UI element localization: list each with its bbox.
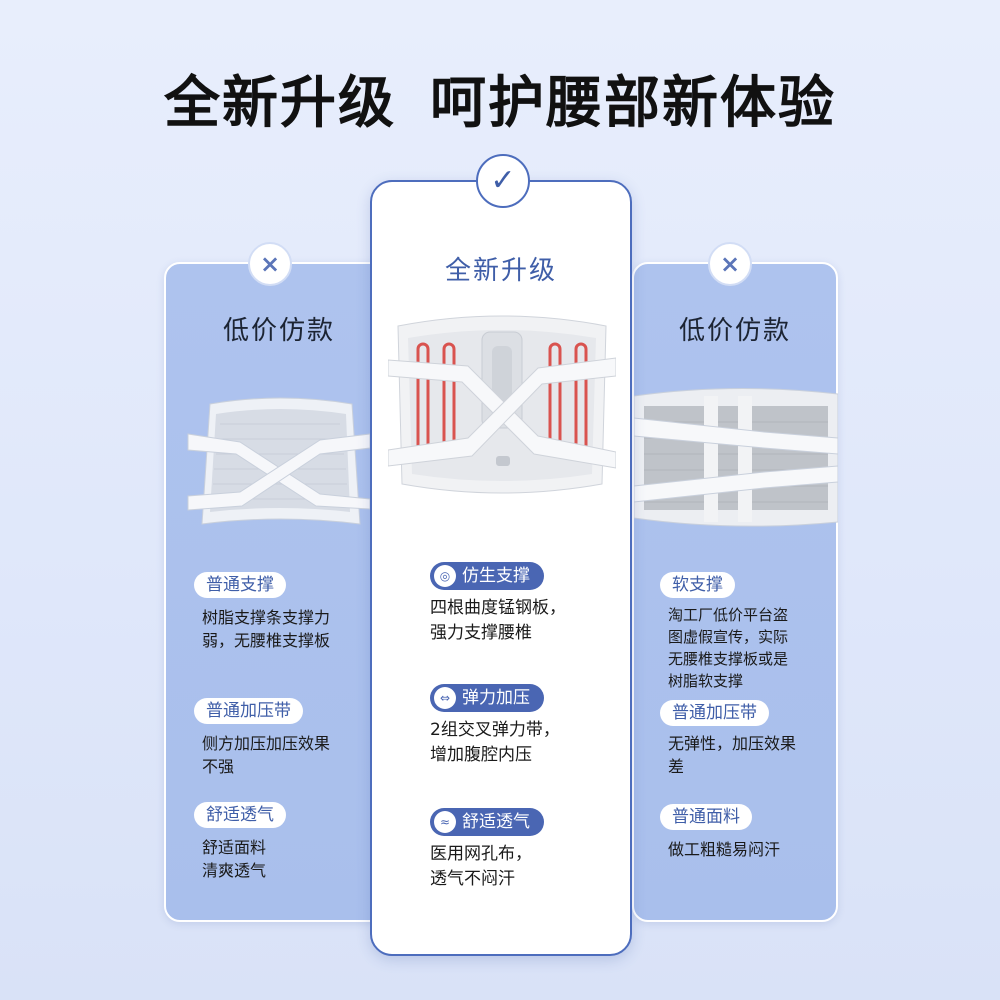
center-feature-desc-0: 四根曲度锰钢板， 强力支撑腰椎 bbox=[430, 598, 566, 643]
headline-part2: 呵护腰部新体验 bbox=[430, 71, 836, 136]
center-feature-pill-2: ≈ 舒适透气 bbox=[430, 808, 544, 836]
center-card-title: 全新升级 bbox=[444, 256, 557, 286]
center-feature-label-2: 舒适透气 bbox=[462, 812, 530, 832]
left-feature-desc-2: 舒适面料 清爽透气 bbox=[202, 838, 267, 880]
center-feature-desc-2: 医用网孔布， 透气不闷汗 bbox=[430, 844, 532, 889]
right-comparison-card: × 低价仿款 软支撑 淘工厂低价平台盗 图虚假宣传，实际 无腰椎支撑板或是 树脂… bbox=[632, 242, 838, 922]
left-feature-desc-1: 侧方加压加压效果 不强 bbox=[202, 734, 331, 776]
center-feature-desc-1: 2组交叉弹力带， 增加腹腔内压 bbox=[430, 720, 560, 765]
left-comparison-card: × 低价仿款 普通支撑 树脂支撑条支撑力 弱，无腰椎支撑板 普通加压带 侧方加压… bbox=[164, 242, 394, 922]
center-feature-pill-1: ⇔ 弹力加压 bbox=[430, 684, 544, 712]
right-feature-desc-0: 淘工厂低价平台盗 图虚假宣传，实际 无腰椎支撑板或是 树脂软支撑 bbox=[668, 606, 789, 690]
headline-part1: 全新升级 bbox=[164, 71, 396, 136]
breathable-icon: ≈ bbox=[434, 811, 456, 833]
headline: 全新升级呵护腰部新体验 bbox=[0, 58, 1000, 139]
center-feature-label-0: 仿生支撑 bbox=[462, 566, 530, 586]
right-feature-label-2: 普通面料 bbox=[660, 804, 752, 830]
right-feature-label-0: 软支撑 bbox=[660, 572, 735, 598]
left-feature-label-2: 舒适透气 bbox=[194, 802, 286, 828]
right-belt-image bbox=[634, 387, 838, 527]
center-belt-image bbox=[388, 315, 616, 494]
left-feature-label-1: 普通加压带 bbox=[194, 698, 303, 724]
support-icon: ◎ bbox=[434, 565, 456, 587]
left-feature-label-0: 普通支撑 bbox=[194, 572, 286, 598]
cross-icon: × bbox=[248, 242, 292, 286]
check-icon: ✓ bbox=[476, 154, 530, 208]
center-upgrade-card: ✓ 全新升级 ◎ 仿生支撑 四根曲度锰钢板， 强力支撑腰椎 ⇔ 弹力加压 2组交… bbox=[370, 154, 632, 956]
cross-icon: × bbox=[708, 242, 752, 286]
right-feature-desc-1: 无弹性，加压效果 差 bbox=[668, 734, 797, 776]
compression-icon: ⇔ bbox=[434, 687, 456, 709]
right-feature-label-1: 普通加压带 bbox=[660, 700, 769, 726]
left-feature-desc-0: 树脂支撑条支撑力 弱，无腰椎支撑板 bbox=[202, 608, 331, 650]
center-feature-pill-0: ◎ 仿生支撑 bbox=[430, 562, 544, 590]
left-card-title: 低价仿款 bbox=[222, 316, 335, 346]
left-belt-image bbox=[187, 397, 371, 525]
right-card-title: 低价仿款 bbox=[678, 316, 791, 346]
center-feature-label-1: 弹力加压 bbox=[462, 688, 530, 708]
right-feature-desc-2: 做工粗糙易闷汗 bbox=[668, 840, 781, 859]
